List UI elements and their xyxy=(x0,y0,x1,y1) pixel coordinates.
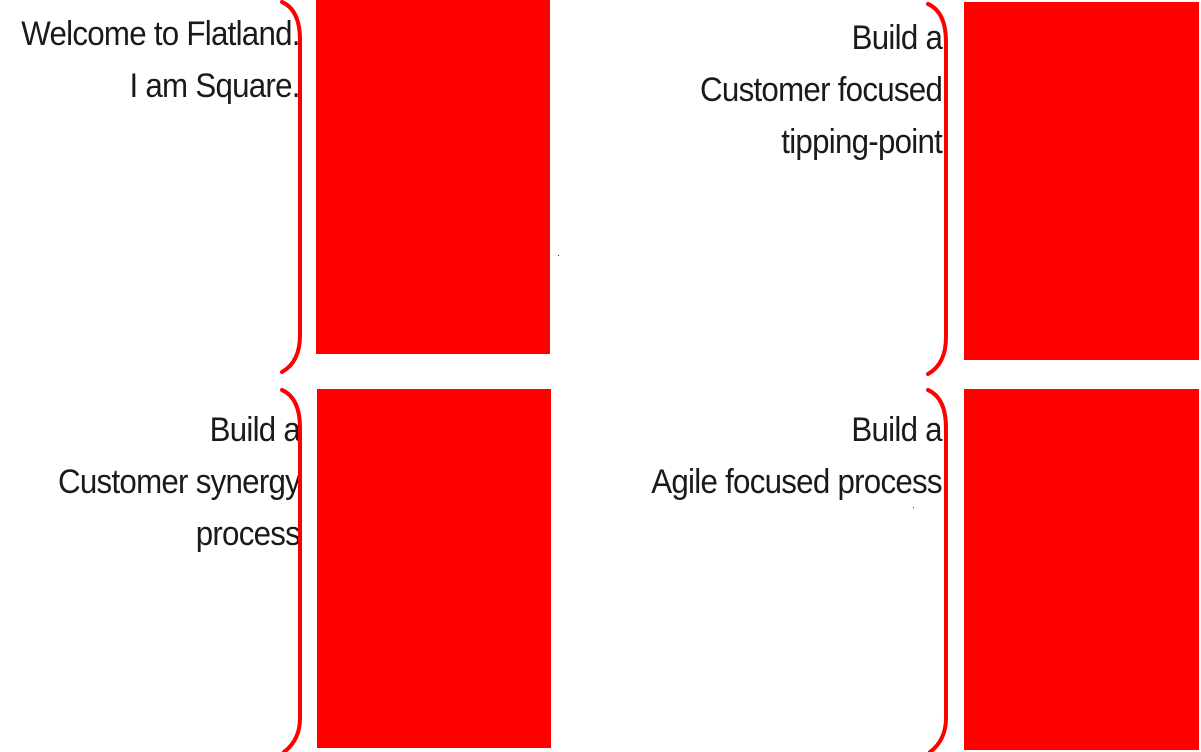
panel-synergy: Build a Customer synergy process xyxy=(0,396,301,752)
panel-welcome: Welcome to Flatland. I am Square. xyxy=(0,0,300,376)
panel-synergy-text: Build a Customer synergy process xyxy=(57,404,301,560)
panel-tipping-point-line-2: Customer focused xyxy=(699,71,943,109)
panel-agile-brace xyxy=(926,388,948,752)
panel-tipping-point-square xyxy=(964,2,1199,360)
stray-dot-2 xyxy=(913,507,914,508)
panel-welcome-brace xyxy=(280,0,302,374)
panel-tipping-point: Build a Customer focused tipping-point xyxy=(600,4,943,380)
stray-dot-1 xyxy=(558,255,559,256)
panel-tipping-point-line-1: Build a xyxy=(851,19,943,57)
panel-welcome-line-1: Welcome to Flatland. xyxy=(21,15,300,53)
panel-welcome-line-2: I am Square. xyxy=(129,67,301,105)
panel-synergy-line-3: process xyxy=(195,515,301,553)
panel-tipping-point-text: Build a Customer focused tipping-point xyxy=(699,12,943,168)
panel-agile-text: Build a Agile focused process xyxy=(651,404,942,508)
panel-agile-line-1: Build a xyxy=(851,411,943,449)
panel-agile-square xyxy=(964,389,1199,750)
panel-welcome-text: Welcome to Flatland. I am Square. xyxy=(21,8,300,112)
panel-synergy-line-2: Customer synergy xyxy=(57,463,301,501)
panel-tipping-point-brace xyxy=(926,2,948,376)
panel-agile-line-2: Agile focused process xyxy=(651,463,942,501)
panel-agile: Build a Agile focused process xyxy=(600,396,942,752)
panel-synergy-brace xyxy=(280,388,302,752)
panel-synergy-square xyxy=(317,389,551,748)
panel-synergy-line-1: Build a xyxy=(209,411,301,449)
panel-welcome-square xyxy=(316,0,550,354)
panel-tipping-point-line-3: tipping-point xyxy=(781,123,943,161)
